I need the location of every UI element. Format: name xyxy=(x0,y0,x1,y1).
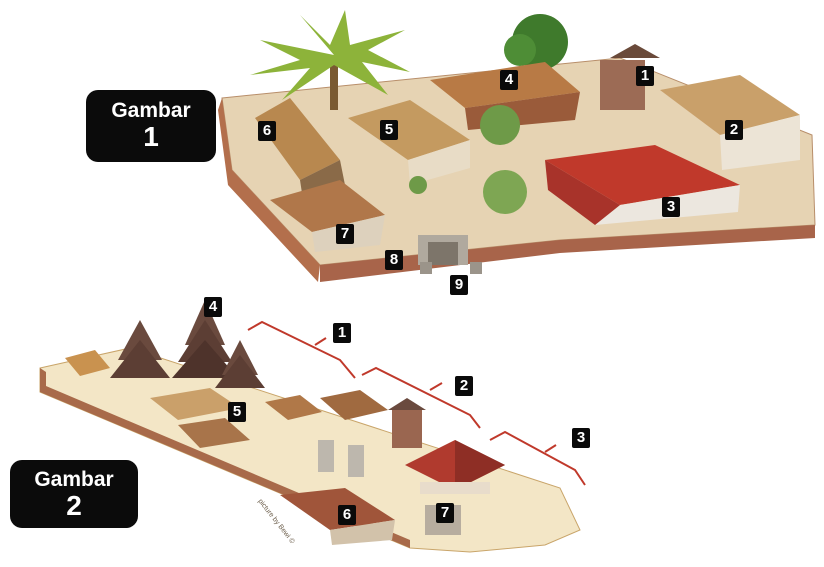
figure2-label-6: 6 xyxy=(338,505,356,525)
figure2-shrine-tower xyxy=(392,408,422,448)
figure1-building-3 xyxy=(545,145,740,225)
figure1-label-9: 9 xyxy=(450,275,468,295)
figure1-label-6: 6 xyxy=(258,121,276,141)
figure2-temple xyxy=(39,300,586,553)
figure2-building-6 xyxy=(280,488,395,545)
figure1-title-word: Gambar xyxy=(111,99,191,122)
figure2-label-2: 2 xyxy=(455,376,473,396)
figure2-red-pavilion xyxy=(405,440,505,494)
figure2-label-3: 3 xyxy=(572,428,590,448)
figure2-meru-right xyxy=(215,340,265,388)
figure1-tree-yard-2 xyxy=(483,170,527,214)
figure2-label-1: 1 xyxy=(333,323,351,343)
figure2-pavilion-b xyxy=(178,418,250,448)
figure2-title-number: 2 xyxy=(66,490,82,522)
figure2-title-word: Gambar xyxy=(34,468,114,491)
figure2-meru-left xyxy=(110,320,170,378)
figure1-label-3: 3 xyxy=(662,197,680,217)
figure1-title-box: Gambar 1 xyxy=(86,90,216,162)
figure2-split-gate xyxy=(318,440,364,477)
figure1-building-2 xyxy=(660,75,800,170)
figure1-tree-yard-1 xyxy=(480,105,520,145)
figure2-label-7: 7 xyxy=(436,503,454,523)
figure1-label-5: 5 xyxy=(380,120,398,140)
figure2-label-5: 5 xyxy=(228,402,246,422)
figure1-label-4: 4 xyxy=(500,70,518,90)
figure1-title-number: 1 xyxy=(143,121,159,153)
figure1-gate xyxy=(418,235,482,274)
figure2-title-box: Gambar 2 xyxy=(10,460,138,528)
figure2-pavilion-c xyxy=(320,390,388,420)
figure1-label-8: 8 xyxy=(385,250,403,270)
figure1-compound xyxy=(218,10,816,282)
figure1-wall-front xyxy=(320,225,815,282)
figure2-pavilion-a xyxy=(65,350,110,376)
figure1-palm-tree xyxy=(250,10,410,110)
figure2-label-4: 4 xyxy=(204,297,222,317)
figure2-pavilion-5 xyxy=(150,388,240,420)
figure1-label-7: 7 xyxy=(336,224,354,244)
figure1-building-5 xyxy=(348,100,470,185)
figure2-meru-4 xyxy=(172,300,238,378)
figure1-label-2: 2 xyxy=(725,120,743,140)
figure1-wall-left xyxy=(218,98,320,282)
figure1-label-1: 1 xyxy=(636,66,654,86)
figure2-zone-brackets xyxy=(247,320,586,486)
figure2-pavilion-d xyxy=(265,395,322,420)
